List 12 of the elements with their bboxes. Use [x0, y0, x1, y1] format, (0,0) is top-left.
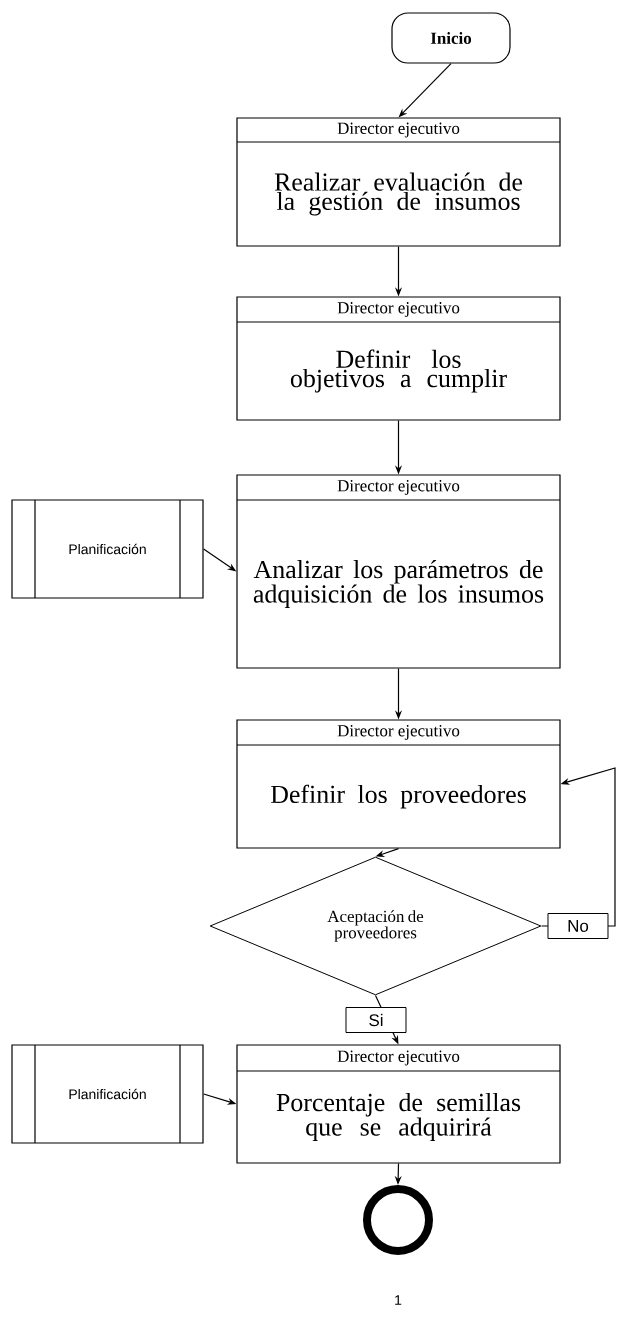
process-box: Director ejecutivo Definir los objetivos a cumplir — [236, 296, 561, 421]
edge-label: No — [547, 913, 609, 939]
subprocess-box: Planificación — [11, 1044, 204, 1144]
connector-number: 1 — [395, 1295, 402, 1305]
edge-label: Si — [345, 1007, 407, 1033]
subprocess-box: Planificación — [11, 499, 204, 599]
terminal-box: Inicio — [391, 12, 511, 64]
process-box: Director ejecutivo Analizar los parámetros de adquisición de los insumos — [236, 474, 561, 669]
process-box: Director ejecutivo Realizar evaluación de la gestión de insumos — [236, 117, 561, 247]
process-box: Director ejecutivo Porcentaje de semillas que se adquirirá — [236, 1044, 561, 1164]
connector-circle — [363, 1185, 433, 1255]
process-box: Director ejecutivo Definir los proveedores — [236, 719, 561, 849]
